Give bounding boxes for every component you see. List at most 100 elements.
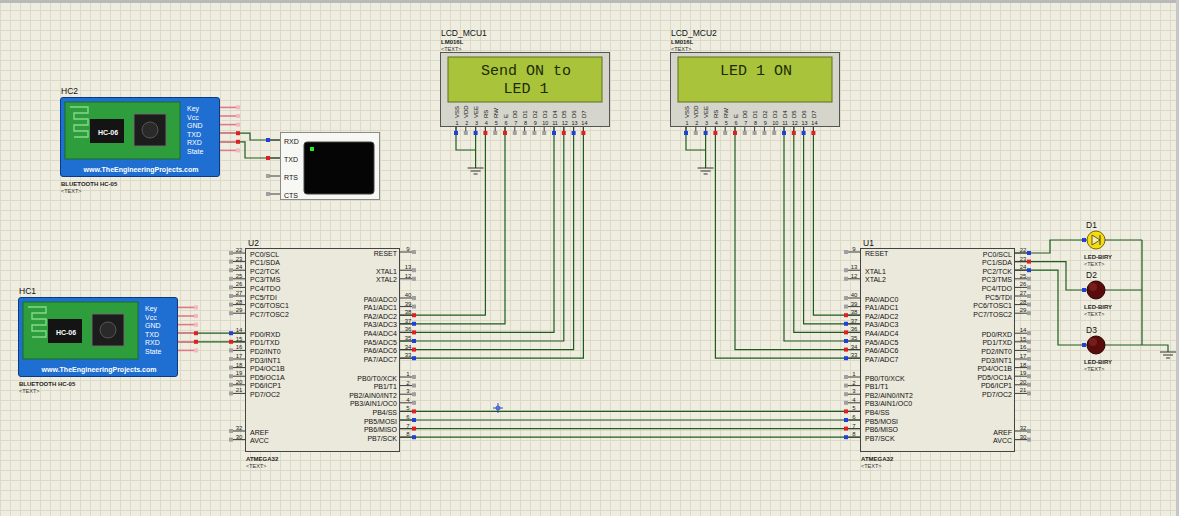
schematic-line xyxy=(178,324,196,326)
schematic-line xyxy=(236,123,240,127)
schematic-line xyxy=(412,322,416,326)
pin-name: PC5/TDI xyxy=(250,294,277,301)
led-symbol xyxy=(1083,335,1109,355)
wire xyxy=(1015,240,1083,253)
pin-number: 2 xyxy=(695,120,698,126)
pin-number: 13 xyxy=(572,120,578,126)
wire xyxy=(400,437,860,438)
schematic-line xyxy=(1027,303,1031,307)
schematic-line xyxy=(178,350,196,352)
wire xyxy=(794,127,860,332)
pin-number: 2 xyxy=(465,120,468,126)
pin-number: 37 xyxy=(405,318,412,324)
schematic-line xyxy=(412,250,416,254)
schematic-line xyxy=(1027,285,1031,289)
pin-name: PD0/RXD xyxy=(982,331,1012,338)
pin-number: 13 xyxy=(405,264,412,270)
schematic-line xyxy=(48,319,82,343)
pin-name: PA4/ADC4 xyxy=(364,330,397,337)
schematic-line xyxy=(236,140,240,144)
wire xyxy=(178,333,245,334)
pin-name: PC3/TMS xyxy=(982,276,1012,283)
schematic-line xyxy=(92,314,124,346)
pin-name: PB5/MOSI xyxy=(364,418,397,425)
pin-number: 8 xyxy=(524,120,527,126)
schematic-line xyxy=(1027,438,1031,442)
pin-number: 39 xyxy=(851,301,858,307)
schematic-line xyxy=(229,311,233,315)
pin-number: 17 xyxy=(236,353,243,359)
schematic-line xyxy=(694,131,698,135)
pin-number: 4 xyxy=(406,397,409,403)
schematic-line xyxy=(220,141,238,143)
text-placeholder: <TEXT> xyxy=(61,188,81,194)
pin-number: 2 xyxy=(406,380,409,386)
schematic-line xyxy=(194,305,198,309)
pin-number: 7 xyxy=(744,120,747,126)
schematic-line xyxy=(464,131,468,135)
schematic-line xyxy=(513,131,517,135)
schematic-line xyxy=(753,131,757,135)
schematic-line xyxy=(194,331,198,335)
pin-name: AREF xyxy=(993,429,1012,436)
schematic-line xyxy=(412,392,416,396)
pin-name: XTAL1 xyxy=(376,268,397,275)
schematic-line xyxy=(844,330,848,334)
schematic-line xyxy=(229,294,233,298)
schematic-line xyxy=(412,296,416,300)
schematic-line xyxy=(220,115,238,117)
pin-name: RW xyxy=(723,108,730,118)
schematic-line xyxy=(220,132,238,134)
pin-name: PA0/ADC0 xyxy=(364,296,397,303)
wire xyxy=(178,341,245,342)
pin-number: 40 xyxy=(851,292,858,298)
pin-name: PD7/OC2 xyxy=(982,391,1012,398)
schematic-line xyxy=(844,313,848,317)
pin-name: E xyxy=(503,114,510,118)
schematic-line xyxy=(1105,240,1109,241)
pin-name: PB0/T0/XCK xyxy=(357,375,397,382)
pin-number: 8 xyxy=(754,120,757,126)
lcd-display: LCD_MCU1LM016L<TEXT>Send ON toLED 1VSSVD… xyxy=(440,52,610,127)
schematic-line xyxy=(412,409,416,413)
schematic-line xyxy=(1027,277,1031,281)
schematic-line xyxy=(1027,383,1031,387)
pin-name: RXD xyxy=(187,139,202,146)
schematic-line xyxy=(220,107,238,109)
schematic-line xyxy=(178,307,196,309)
schematic-line xyxy=(412,277,416,281)
schematic-line xyxy=(412,375,416,379)
schematic-line xyxy=(704,131,708,135)
website-text: www.TheEngineeringProjects.com xyxy=(84,166,199,173)
schematic-line xyxy=(194,323,198,327)
pin-name: D0 xyxy=(512,110,519,118)
pin-number: 9 xyxy=(764,120,767,126)
schematic-line xyxy=(1027,251,1031,255)
pin-name: TXD xyxy=(145,331,159,338)
schematic-line xyxy=(811,131,815,135)
virtual-terminal: RXDTXDRTSCTS xyxy=(280,132,380,200)
schematic-line xyxy=(229,391,233,395)
pin-number: 25 xyxy=(236,273,243,279)
schematic-line xyxy=(844,305,848,309)
pin-name: PB5/MOSI xyxy=(865,418,898,425)
pin-number: 4 xyxy=(852,397,855,403)
pin-name: RS xyxy=(483,110,490,118)
schematic-line xyxy=(844,401,848,405)
schematic-line xyxy=(142,122,158,138)
pin-number: 36 xyxy=(405,326,412,332)
pin-number: 14 xyxy=(236,327,243,333)
pin-number: 26 xyxy=(236,281,243,287)
schematic-line xyxy=(229,348,233,352)
pin-number: 8 xyxy=(852,431,855,437)
pin-name: PC2/TCK xyxy=(250,268,280,275)
pin-name: PC1/SDA xyxy=(982,259,1012,266)
pin-number: 29 xyxy=(1020,307,1027,313)
schematic-line xyxy=(266,138,270,142)
pin-name: D7 xyxy=(811,110,818,118)
cursor-ring xyxy=(496,406,500,410)
schematic-line xyxy=(1027,268,1031,272)
schematic-line xyxy=(844,296,848,300)
pin-name: PC7/TOSC2 xyxy=(973,311,1012,318)
